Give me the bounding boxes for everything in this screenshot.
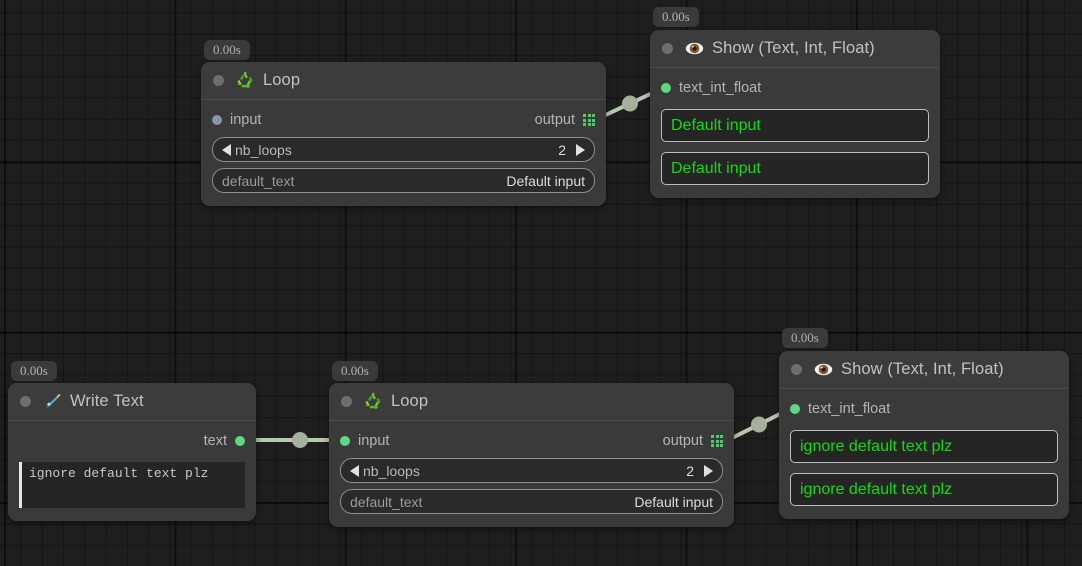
- node-port-row: input output: [340, 430, 723, 452]
- node-timestamp-badge: 0.00s: [653, 7, 699, 27]
- wire-handle[interactable]: [292, 432, 308, 448]
- node-body: input output nb_loops 2 default_text Def…: [329, 421, 734, 527]
- recycle-icon: [364, 392, 383, 411]
- node-show-bottom[interactable]: Show (Text, Int, Float) text_int_float i…: [779, 351, 1069, 519]
- output-value-box: Default input: [661, 152, 929, 185]
- node-status-dot[interactable]: [662, 43, 673, 54]
- node-timestamp-badge: 0.00s: [332, 361, 378, 381]
- recycle-icon: [236, 71, 255, 90]
- node-status-dot[interactable]: [213, 75, 224, 86]
- param-value: Default input: [506, 172, 585, 189]
- wire-handle[interactable]: [751, 416, 767, 433]
- param-default-text-field[interactable]: default_text Default input: [340, 489, 723, 514]
- stepper-increment-icon[interactable]: [704, 464, 713, 477]
- input-port-label: input: [358, 433, 390, 449]
- param-name: nb_loops: [363, 462, 420, 479]
- output-value-box: ignore default text plz: [790, 430, 1058, 463]
- param-name: default_text: [350, 493, 423, 510]
- pen-icon: [43, 392, 62, 411]
- stepper-decrement-icon[interactable]: [222, 143, 231, 156]
- node-status-dot[interactable]: [791, 364, 802, 375]
- node-header[interactable]: Write Text: [8, 383, 256, 421]
- node-title: Show (Text, Int, Float): [841, 360, 1004, 378]
- eye-icon: [685, 39, 704, 58]
- node-loop-bottom[interactable]: Loop input output nb_loops 2 defa: [329, 383, 734, 527]
- node-timestamp-badge: 0.00s: [782, 328, 828, 348]
- input-port-label: text_int_float: [679, 80, 762, 96]
- wire-handle[interactable]: [622, 95, 638, 112]
- node-header[interactable]: Show (Text, Int, Float): [779, 351, 1069, 389]
- text-editor-input[interactable]: ignore default text plz: [19, 462, 245, 508]
- node-status-dot[interactable]: [20, 396, 31, 407]
- node-title: Loop: [391, 392, 429, 410]
- eye-icon: [814, 360, 833, 379]
- output-port[interactable]: output: [535, 112, 595, 128]
- param-value: Default input: [634, 493, 713, 510]
- node-body: text_int_float ignore default text plz i…: [779, 389, 1069, 519]
- node-status-dot[interactable]: [341, 396, 352, 407]
- stepper-decrement-icon[interactable]: [350, 464, 359, 477]
- output-value-box: ignore default text plz: [790, 473, 1058, 506]
- node-header[interactable]: Show (Text, Int, Float): [650, 30, 940, 68]
- output-port-label: output: [662, 433, 703, 449]
- output-port-label: text: [203, 433, 227, 449]
- output-value-box: Default input: [661, 109, 929, 142]
- node-title: Loop: [263, 71, 301, 89]
- grid-icon[interactable]: [711, 435, 723, 447]
- output-port-label: output: [534, 112, 575, 128]
- param-value: 2: [686, 462, 694, 479]
- node-body: text_int_float Default input Default inp…: [650, 68, 940, 198]
- node-show-top[interactable]: Show (Text, Int, Float) text_int_float D…: [650, 30, 940, 198]
- output-port[interactable]: output: [663, 433, 723, 449]
- input-port-dot[interactable]: [790, 404, 800, 414]
- param-default-text-field[interactable]: default_text Default input: [212, 168, 595, 193]
- node-port-row: text_int_float: [790, 398, 1058, 420]
- input-port-dot[interactable]: [340, 436, 350, 446]
- input-port-dot[interactable]: [661, 83, 671, 93]
- node-header[interactable]: Loop: [201, 62, 606, 100]
- output-port-dot[interactable]: [235, 436, 245, 446]
- node-port-row: text: [19, 430, 245, 452]
- node-timestamp-badge: 0.00s: [11, 361, 57, 381]
- node-write-text[interactable]: Write Text text ignore default text plz: [8, 383, 256, 521]
- param-value: 2: [558, 141, 566, 158]
- param-nb-loops-stepper[interactable]: nb_loops 2: [340, 458, 723, 483]
- node-body: text ignore default text plz: [8, 421, 256, 521]
- node-port-row: input output: [212, 109, 595, 131]
- node-port-row: text_int_float: [661, 77, 929, 99]
- output-port[interactable]: text: [204, 433, 245, 449]
- input-port-label: text_int_float: [808, 401, 891, 417]
- node-header[interactable]: Loop: [329, 383, 734, 421]
- grid-icon[interactable]: [583, 114, 595, 126]
- node-title: Show (Text, Int, Float): [712, 39, 875, 57]
- node-timestamp-badge: 0.00s: [204, 40, 250, 60]
- param-name: nb_loops: [235, 141, 292, 158]
- node-loop-top[interactable]: Loop input output nb_loops 2 defa: [201, 62, 606, 206]
- input-port-dot[interactable]: [212, 115, 222, 125]
- param-name: default_text: [222, 172, 295, 189]
- stepper-increment-icon[interactable]: [576, 143, 585, 156]
- param-nb-loops-stepper[interactable]: nb_loops 2: [212, 137, 595, 162]
- node-title: Write Text: [70, 392, 144, 410]
- input-port-label: input: [230, 112, 262, 128]
- node-body: input output nb_loops 2 default_text Def…: [201, 100, 606, 206]
